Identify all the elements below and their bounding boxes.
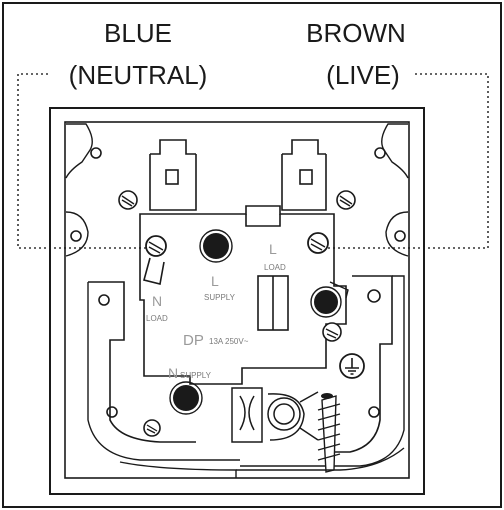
clamp-coil-inner xyxy=(273,403,295,425)
cable-clamp xyxy=(231,387,319,443)
earth-link-strap xyxy=(329,281,349,299)
dp-letters: DP xyxy=(183,332,204,349)
upper-screws xyxy=(118,190,356,210)
socket-inner-plate xyxy=(64,121,410,479)
left-switch-housing xyxy=(149,139,197,211)
left-busbar-outer xyxy=(87,282,240,461)
clamp-frame xyxy=(231,387,263,443)
switch-housings xyxy=(149,139,327,211)
right-bracket-outer xyxy=(240,275,405,467)
right-switch-housing xyxy=(281,139,327,211)
n-load-letter: N xyxy=(152,293,162,309)
neutral-color-label: BLUE xyxy=(104,18,172,48)
base-edge xyxy=(119,447,405,478)
leader-lines xyxy=(17,73,489,249)
lug-mid-right xyxy=(385,211,409,257)
clamp-jaws xyxy=(239,395,255,431)
live-name-label: (LIVE) xyxy=(326,60,400,90)
right-switch-window xyxy=(299,169,313,185)
n-supply-letter: N xyxy=(168,365,178,381)
right-earth-bracket xyxy=(240,275,405,467)
long-fixing-screw xyxy=(317,393,341,473)
n-load-text: LOAD xyxy=(146,314,168,323)
dp-rating: 13A 250V~ xyxy=(209,337,249,346)
n-load-terminal xyxy=(143,235,167,285)
terminal-block-outline xyxy=(139,205,347,385)
l-load-text: LOAD xyxy=(264,263,286,272)
socket-outer-plate xyxy=(49,107,425,495)
left-busbar-strip xyxy=(88,281,196,443)
base-edge-right xyxy=(236,447,405,471)
l-load-letter: L xyxy=(269,241,277,257)
screw-top-right xyxy=(336,190,356,210)
lug-hole-mid-left xyxy=(70,230,82,242)
live-color-label: BROWN xyxy=(306,18,406,48)
lug-mid-left xyxy=(65,211,89,257)
base-edge-left xyxy=(119,461,237,478)
lug-hole-top-right xyxy=(374,147,386,159)
lug-hole-top-left xyxy=(90,147,102,159)
socket-body xyxy=(49,107,425,495)
l-supply-text: SUPPLY xyxy=(204,293,236,302)
l-supply-letter: L xyxy=(211,273,219,289)
clamp-loop xyxy=(267,393,305,441)
clamp-arms xyxy=(299,391,319,441)
terminal-block-notch xyxy=(245,214,281,227)
earth-clamp-screw xyxy=(322,322,342,342)
earth-symbol-icon xyxy=(339,353,365,379)
l-load-terminal xyxy=(307,232,329,254)
left-switch-window xyxy=(165,169,179,185)
terminal-block xyxy=(139,205,347,385)
screw-top-left xyxy=(118,190,138,210)
live-leader-line xyxy=(318,73,489,249)
neutral-leader-line xyxy=(17,73,152,249)
n-load-clamp xyxy=(143,257,165,285)
earth-terminal-hole xyxy=(314,290,338,314)
lug-hole-mid-right xyxy=(394,230,406,242)
lug-top-right xyxy=(381,123,409,179)
clamp-coil-outer xyxy=(267,397,301,431)
lug-top-left xyxy=(65,123,93,179)
n-supply-terminal xyxy=(173,385,199,411)
left-busbar xyxy=(87,281,240,461)
n-supply-text: SUPPLY xyxy=(180,371,212,380)
neutral-name-label: (NEUTRAL) xyxy=(69,60,208,90)
l-supply-terminal xyxy=(203,233,229,259)
screw-bottom-left xyxy=(143,419,161,437)
right-bracket-strip xyxy=(330,275,393,453)
